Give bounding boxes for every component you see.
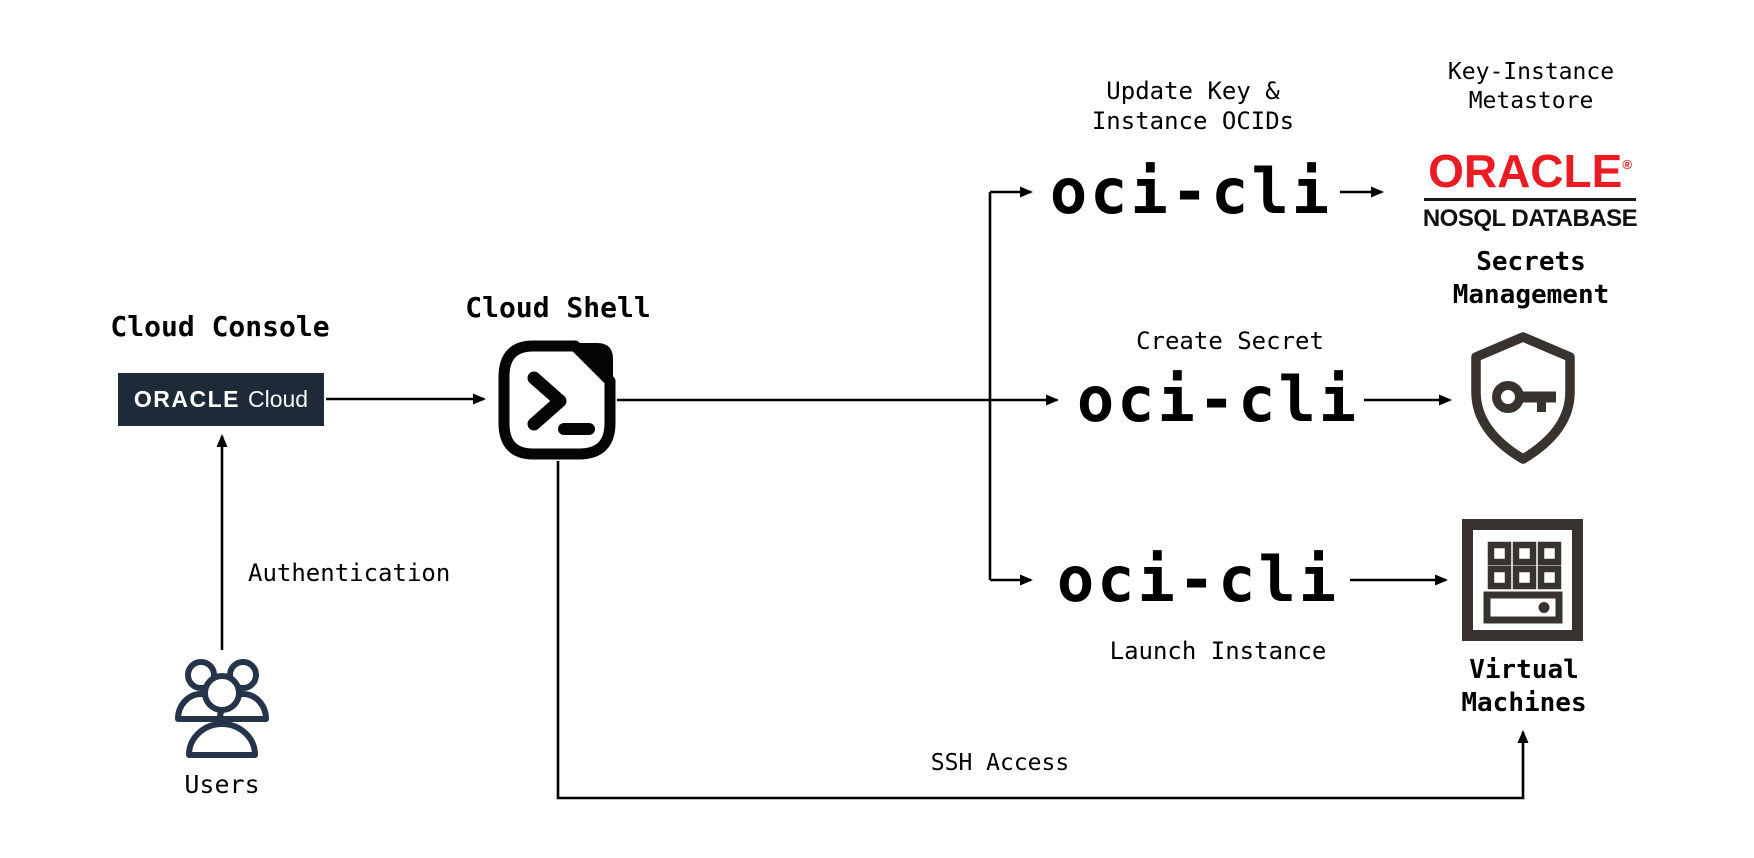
cloud-shell-title: Cloud Shell (465, 291, 651, 324)
users-label: Users (184, 770, 260, 799)
cloud-console-title: Cloud Console (110, 310, 330, 343)
cli-secret-command: oci-cli (1076, 363, 1360, 436)
nosql-title-line1: Key-Instance (1447, 59, 1615, 85)
secrets-shield-icon (1471, 332, 1575, 464)
authentication-label: Authentication (248, 559, 451, 587)
virtual-machines-title: Virtual Machines (1418, 654, 1630, 720)
edge-ssh-path (556, 461, 1529, 800)
logo-divider (1424, 198, 1636, 201)
secrets-title-line2: Management (1452, 280, 1610, 310)
nosql-database-text: NOSQL DATABASE (1422, 205, 1638, 232)
cloud-shell-icon (498, 340, 616, 460)
cli-update-command: oci-cli (1049, 155, 1333, 228)
nosql-title-line2: Metastore (1468, 88, 1594, 114)
virtual-machines-icon (1462, 519, 1583, 641)
vms-title-line2: Machines (1461, 688, 1587, 718)
users-icon (175, 659, 269, 758)
nosql-title: Key-Instance Metastore (1420, 58, 1642, 116)
oracle-brand-text: ORACLE (133, 386, 240, 412)
cli-launch-caption: Launch Instance (1109, 637, 1327, 665)
secrets-management-title: Secrets Management (1420, 246, 1642, 312)
secrets-title-line1: Secrets (1476, 247, 1586, 277)
oracle-nosql-logo: ORACLE® NOSQL DATABASE (1416, 141, 1644, 233)
ssh-access-label: SSH Access (930, 750, 1070, 776)
oracle-cloud-text: Cloud (248, 386, 309, 412)
oracle-logo-text: ORACLE® (1428, 145, 1632, 197)
registered-mark: ® (1622, 157, 1632, 172)
cli-update-caption: Update Key & Instance OCIDs (1063, 76, 1323, 136)
cli-secret-caption: Create Secret (1136, 327, 1324, 355)
cli-update-caption-line1: Update Key & (1106, 77, 1280, 105)
cli-launch-command: oci-cli (1056, 543, 1340, 616)
cli-update-caption-line2: Instance OCIDs (1091, 107, 1295, 135)
vms-title-line1: Virtual (1469, 655, 1579, 685)
oracle-cloud-badge: ORACLE Cloud (118, 373, 324, 426)
